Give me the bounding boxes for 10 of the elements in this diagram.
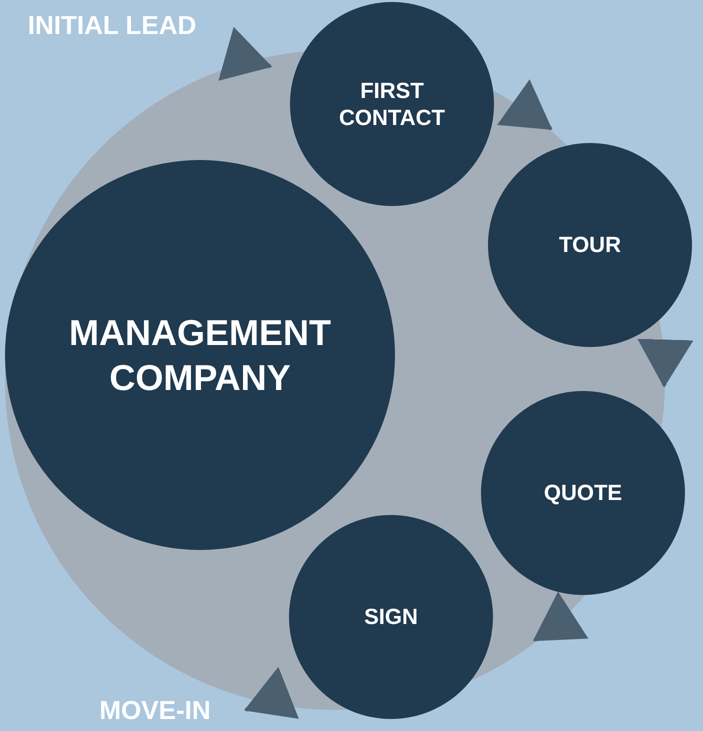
circle-label: TOUR [559,231,621,259]
stage-label: INITIAL LEAD [28,8,196,42]
circle-label: SIGN [364,603,418,631]
circle-label: FIRST CONTACT [338,76,446,132]
circle-label: QUOTE [544,479,622,507]
stage-label: MOVE-IN [99,694,211,726]
arrow [244,666,299,719]
arrow [637,338,694,388]
arrow [218,26,272,81]
circle-label: MANAGEMENT COMPANY [68,311,332,400]
